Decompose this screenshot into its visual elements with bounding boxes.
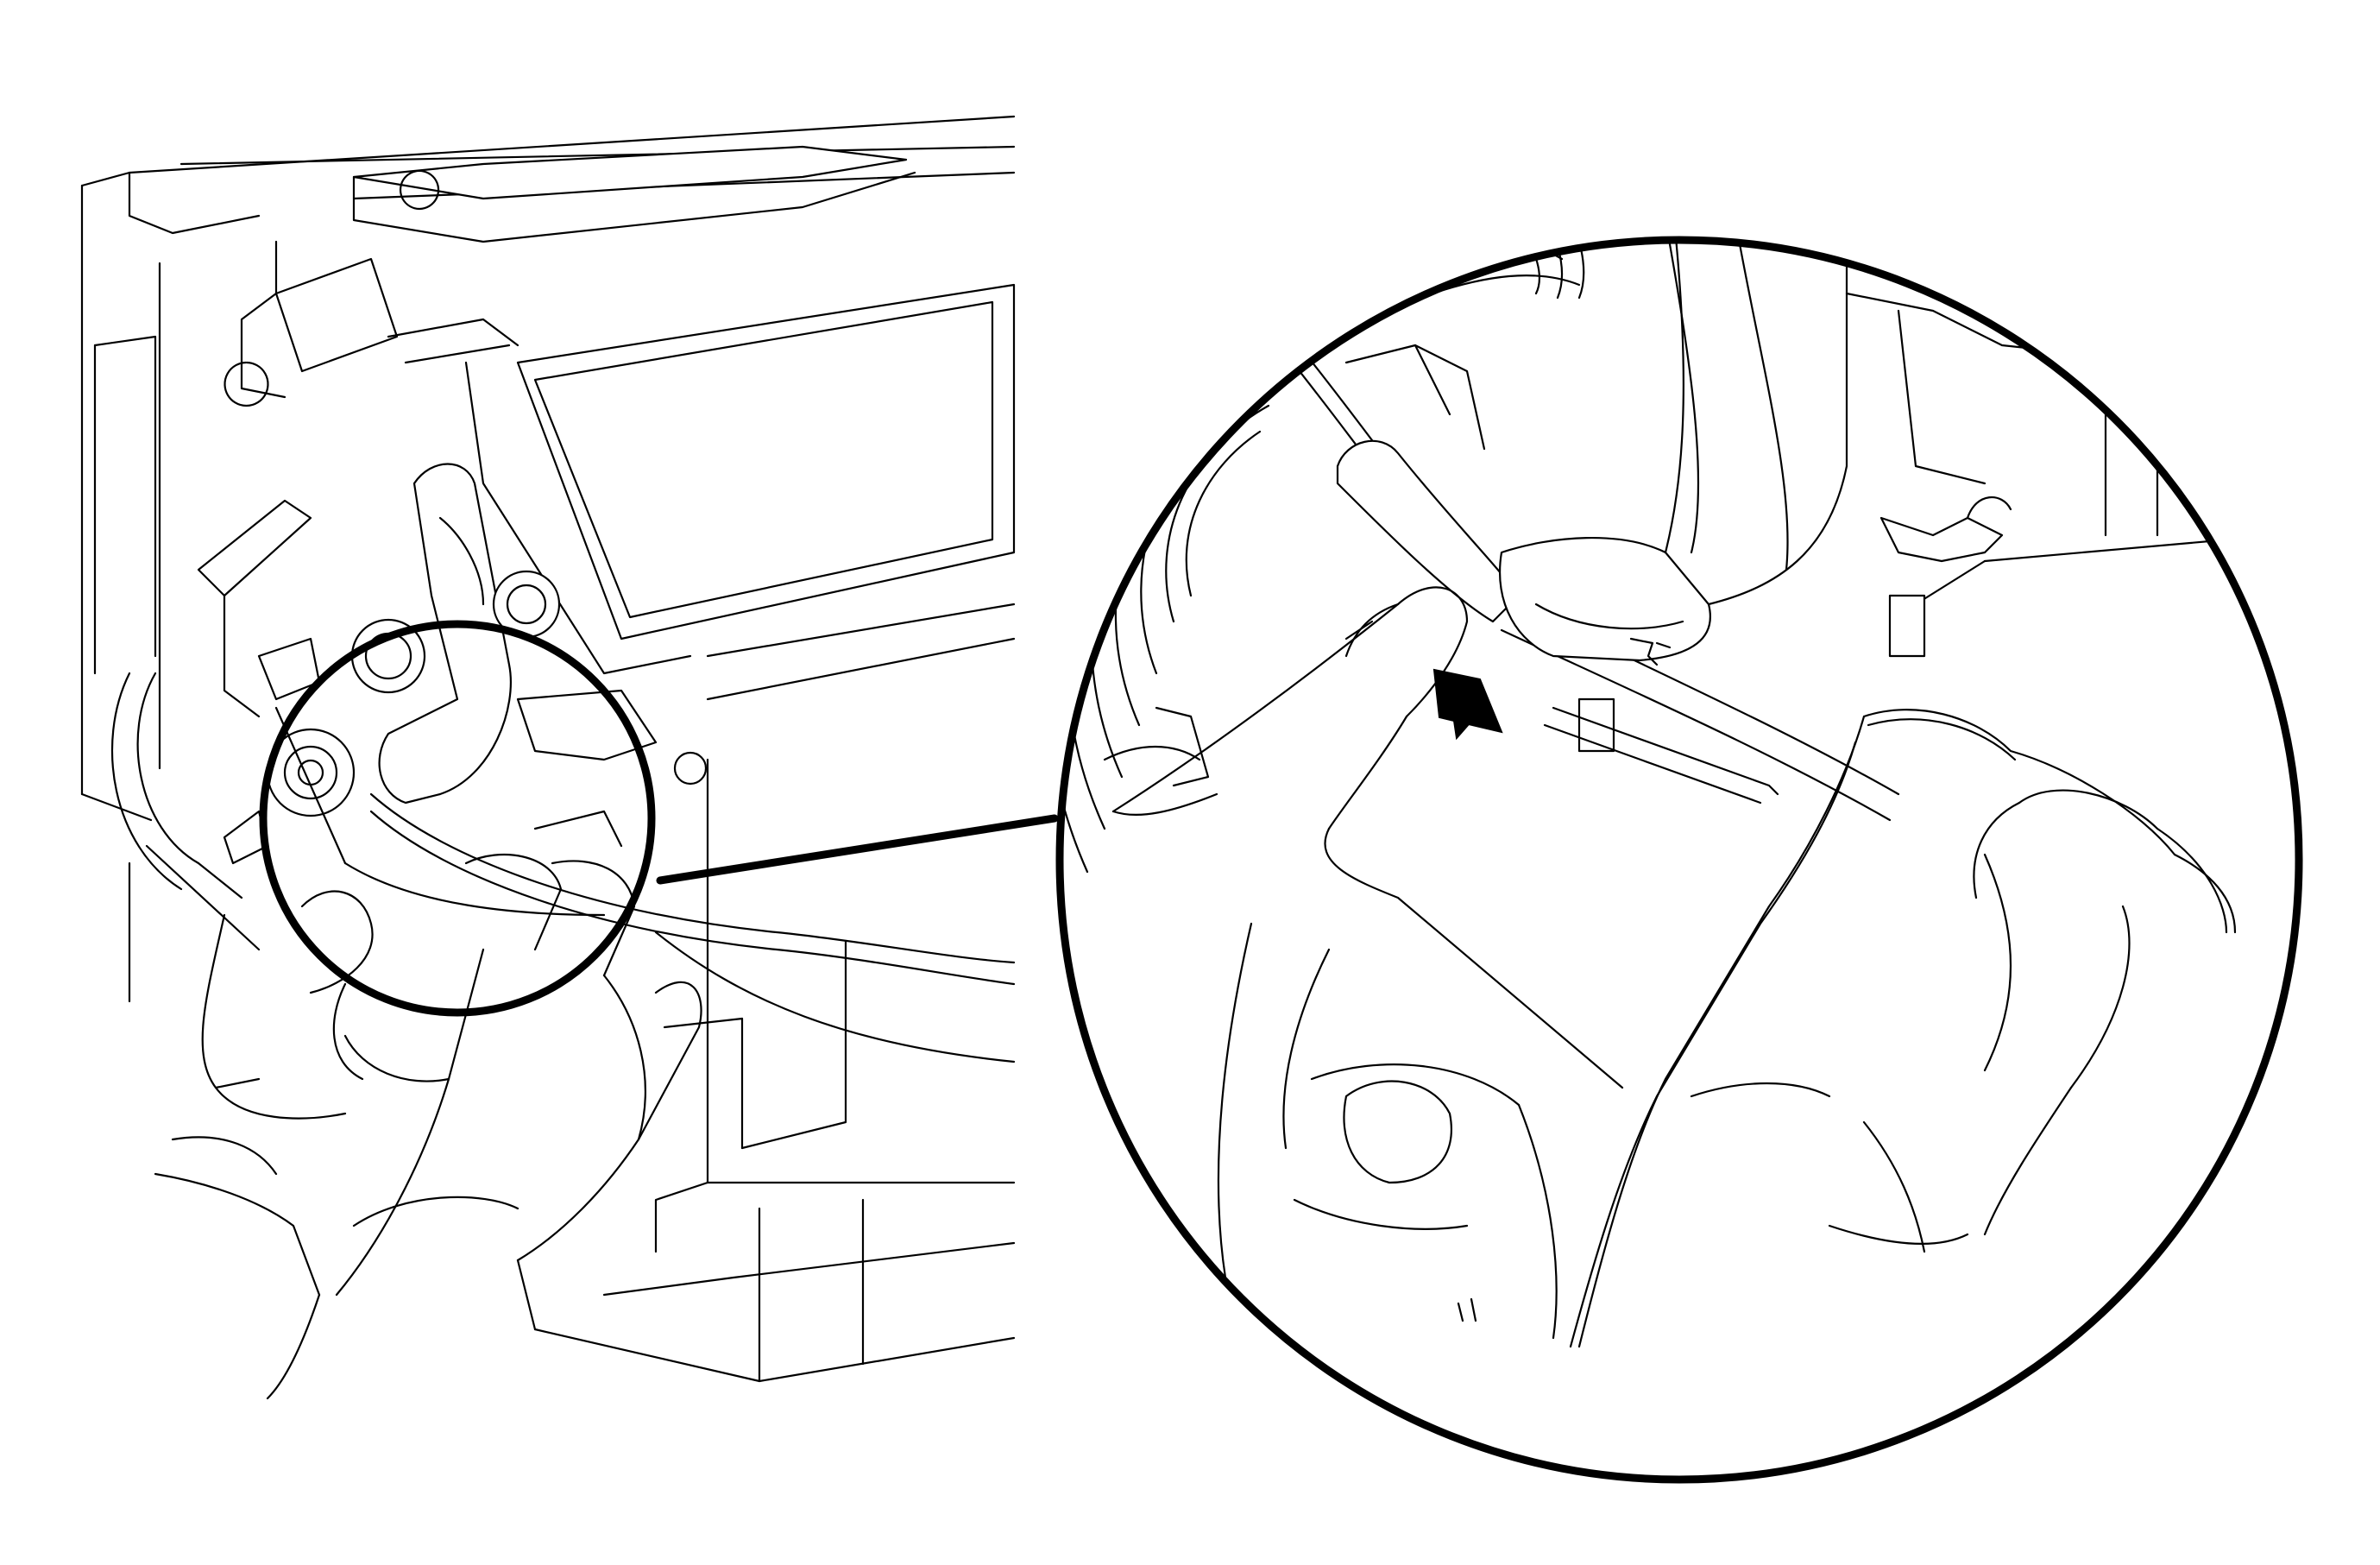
technician-right-hand-detail bbox=[1569, 709, 2237, 1348]
direction-arrow-icon bbox=[1432, 668, 1503, 741]
housing-detail bbox=[1103, 240, 2280, 787]
detail-view bbox=[1055, 236, 2303, 1484]
detail-view-circle bbox=[1055, 236, 2303, 1484]
hvac-housing bbox=[80, 115, 1016, 1383]
overview-view bbox=[80, 115, 1016, 1400]
detail-callout-circle bbox=[259, 620, 656, 1017]
control-cable bbox=[369, 792, 1016, 1063]
technician-hands-overview bbox=[154, 853, 702, 1400]
callout-leader-line bbox=[656, 814, 1059, 885]
technician-left-hand-detail bbox=[1111, 586, 1624, 1340]
cam-lever-detail bbox=[1499, 240, 2012, 666]
